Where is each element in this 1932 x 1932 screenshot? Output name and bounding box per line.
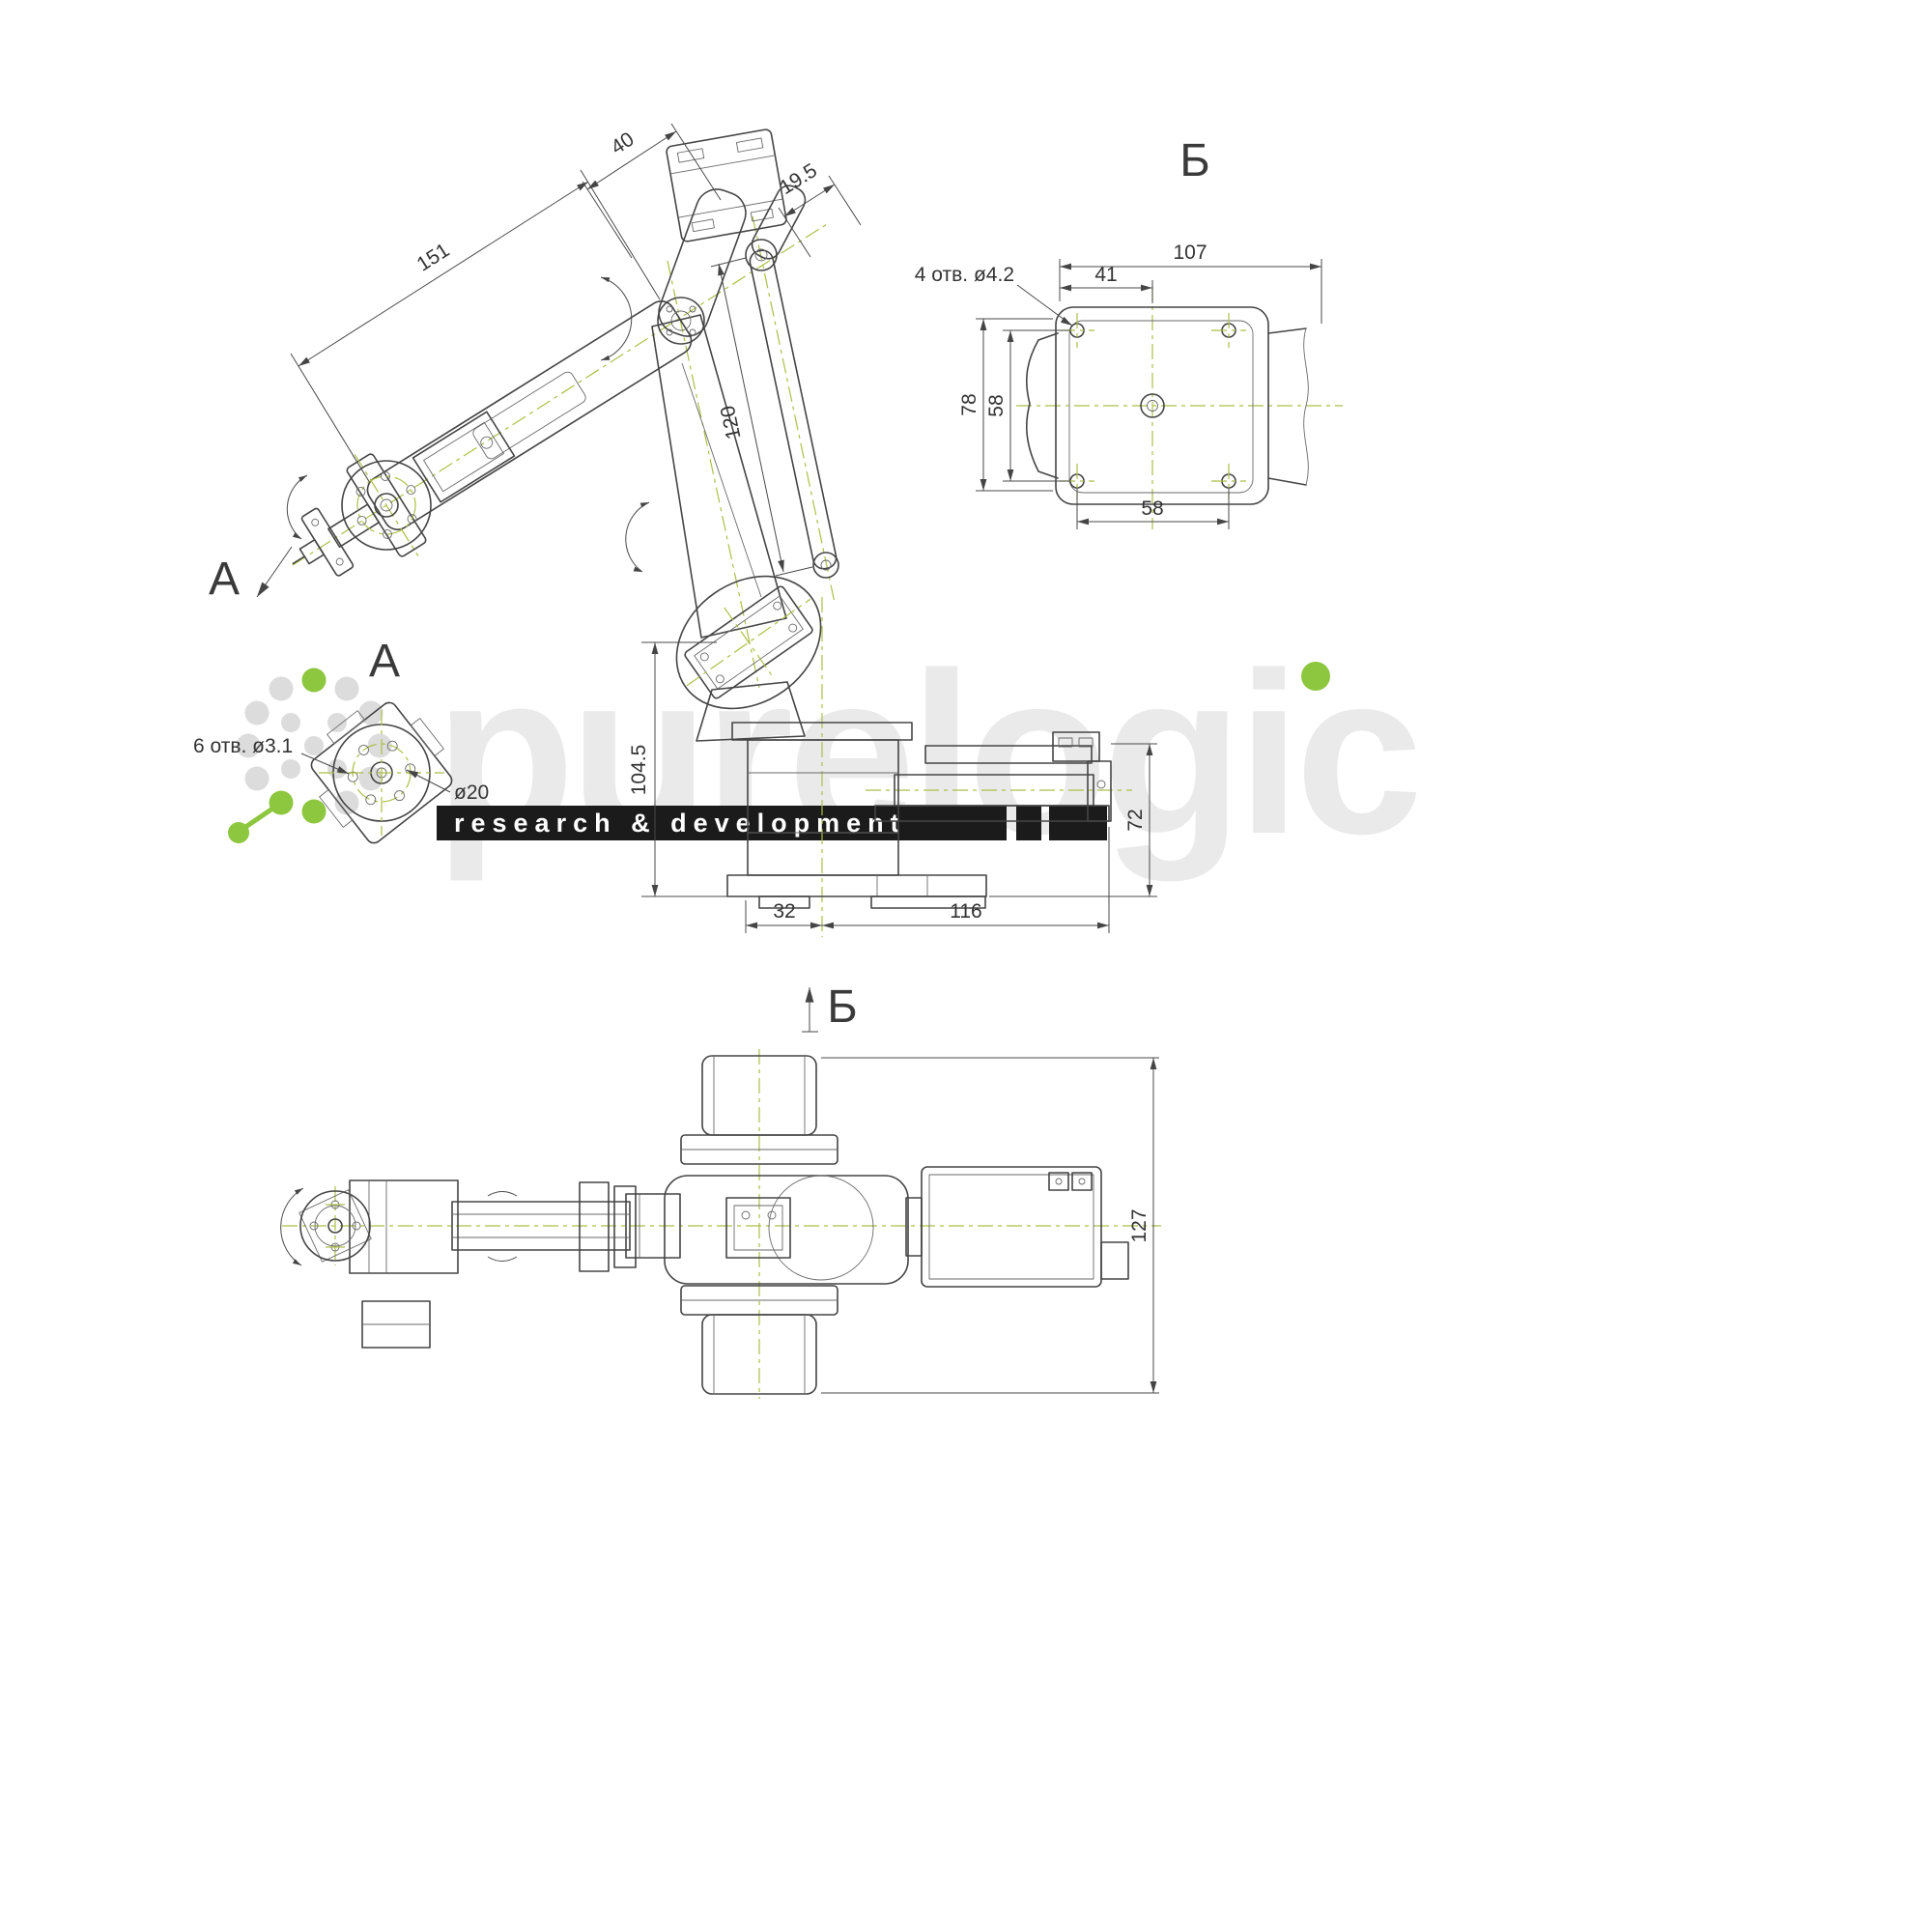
motion-arcs-top — [280, 1185, 518, 1268]
top-link-body — [666, 128, 787, 242]
flange-plate — [310, 701, 453, 844]
dimension-58-horizontal: 58 — [1076, 488, 1230, 529]
dim-40-text: 40 — [607, 128, 638, 159]
view-b-detail: Б 107 — [915, 135, 1343, 529]
note-4-holes-text: 4 отв. ø4.2 — [915, 264, 1014, 286]
controller-housing — [905, 1166, 1129, 1288]
watermark-logo-dots — [228, 662, 1330, 843]
dimension-19-5: 19.5 — [776, 159, 862, 258]
dimension-120: 120 — [710, 257, 813, 577]
section-b-marker: Б — [802, 981, 858, 1033]
flange-plate-outline — [1025, 306, 1309, 505]
link-axis-centerline — [752, 215, 836, 604]
base-plate — [726, 874, 987, 897]
center-hole — [1140, 393, 1165, 418]
dim-58h-text: 58 — [1141, 497, 1163, 520]
wrist-tool — [292, 453, 427, 577]
top-view: Б — [280, 981, 1161, 1399]
dimension-40: 40 — [582, 123, 722, 259]
link-plate — [751, 185, 807, 260]
lower-arm-link — [651, 314, 787, 639]
dimension-32: 32 — [745, 900, 822, 933]
dimension-151: 151 — [290, 169, 661, 484]
forearm-servo — [412, 411, 516, 503]
motion-arcs — [286, 274, 650, 575]
dim-41-text: 41 — [1094, 264, 1117, 286]
shoulder-housing — [675, 552, 839, 710]
section-a-label: А — [209, 554, 240, 605]
dim-107-text: 107 — [1173, 242, 1207, 264]
leader-4-holes: 4 отв. ø4.2 — [915, 264, 1074, 328]
forearm-body — [366, 300, 693, 530]
leader-bolt-circle: ø20 — [405, 766, 489, 804]
bolt-circle — [356, 475, 416, 535]
view-a-detail: А 6 отв. ø3.1 ø20 — [193, 636, 489, 844]
dim-d20-text: ø20 — [454, 781, 489, 804]
watermark-subtitle-text: research & development — [454, 809, 906, 838]
dimension-58-vertical: 58 — [985, 329, 1070, 482]
dim-78-text: 78 — [958, 393, 980, 415]
view-a-title: А — [369, 636, 400, 687]
dimension-116: 116 — [822, 827, 1110, 933]
base-stand — [696, 681, 987, 909]
dim-72-text: 72 — [1124, 809, 1147, 831]
lower-arm-axis-centerline — [667, 260, 760, 689]
wrist-flange-top — [298, 1189, 372, 1263]
dim-120-text: 120 — [717, 404, 746, 441]
wrist-flange — [341, 460, 432, 551]
dim-116-text: 116 — [950, 900, 981, 923]
link-upper-pivot — [745, 239, 778, 271]
dim-32-text: 32 — [773, 900, 795, 923]
arm-joints — [657, 239, 778, 345]
dimension-107: 107 — [1059, 242, 1322, 324]
section-b-label: Б — [827, 981, 858, 1033]
shoulder-plate — [658, 188, 747, 337]
view-b-title: Б — [1179, 135, 1210, 186]
note-6-holes-text: 6 отв. ø3.1 — [193, 735, 293, 757]
link-lower-pivot — [812, 552, 839, 579]
arm-top-projection — [349, 1179, 637, 1349]
dimension-41: 41 — [1060, 264, 1153, 303]
shoulder-column — [625, 1055, 909, 1395]
watermark: purelogic research & development — [228, 626, 1423, 882]
watermark-subtitle-bar: research & development — [437, 806, 1107, 840]
tool-axis-centerline — [292, 223, 828, 566]
dimension-78: 78 — [958, 318, 1053, 492]
watermark-i-dot — [1301, 662, 1330, 691]
dimension-72: 72 — [989, 743, 1157, 897]
dim-58v-text: 58 — [985, 394, 1008, 416]
break-line — [1303, 327, 1309, 486]
dim-19-5-text: 19.5 — [776, 159, 821, 199]
section-a-marker: А — [209, 546, 293, 605]
dimension-127: 127 — [821, 1057, 1159, 1394]
shoulder-joint — [657, 297, 705, 345]
slide-assembly — [874, 731, 1112, 822]
watermark-green-dot — [228, 822, 249, 843]
dim-151-text: 151 — [413, 239, 454, 275]
dimension-104-5: 104.5 — [628, 641, 729, 897]
leader-6-holes: 6 отв. ø3.1 — [193, 735, 351, 778]
parallel-link — [749, 249, 838, 570]
flange-face — [319, 710, 444, 836]
dim-104-5-text: 104.5 — [628, 745, 650, 796]
dim-127-text: 127 — [1128, 1208, 1151, 1242]
